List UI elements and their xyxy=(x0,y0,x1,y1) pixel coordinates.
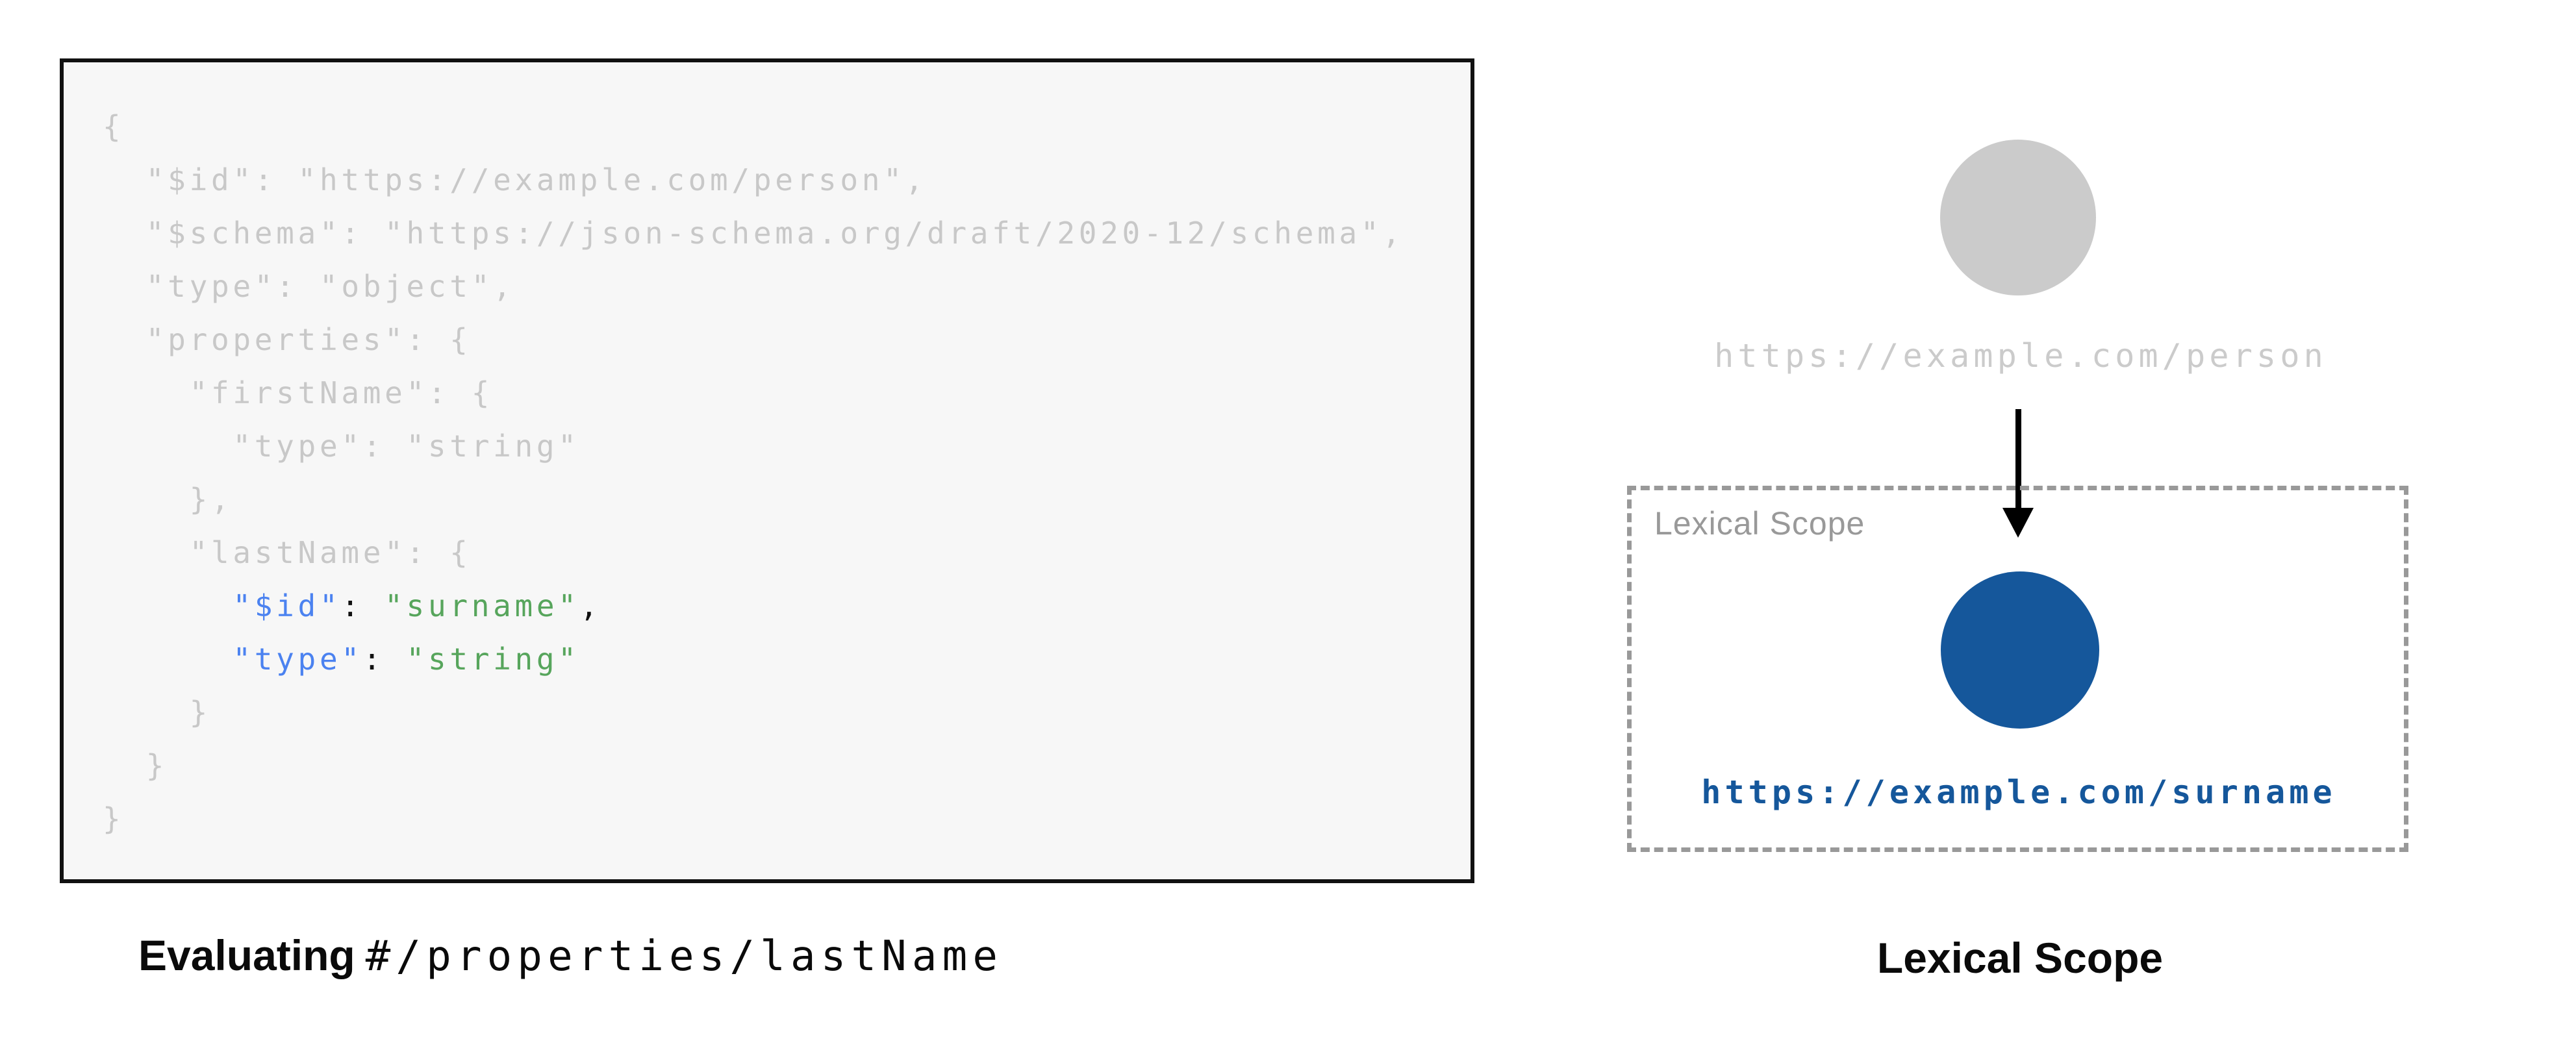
code-line: } xyxy=(103,801,125,836)
code-line: "$id": "surname", xyxy=(233,588,602,623)
code-line: }, xyxy=(103,482,233,517)
lexical-scope-box: Lexical Scope xyxy=(1627,486,2408,852)
parent-schema-circle xyxy=(1940,140,2096,295)
code-line: "firstName": { xyxy=(103,375,494,410)
caption-evaluating: Evaluating#/properties/lastName xyxy=(138,931,1003,981)
code-lines: { "$id": "https://example.com/person", "… xyxy=(103,100,1471,845)
child-schema-circle xyxy=(1941,571,2099,729)
code-line: "type": "string" xyxy=(233,642,580,677)
code-line: "$schema": "https://json-schema.org/draf… xyxy=(103,216,1404,251)
code-line: "type": "object", xyxy=(103,269,515,304)
json-schema-code-panel: { "$id": "https://example.com/person", "… xyxy=(60,58,1474,883)
code-line: } xyxy=(103,748,168,783)
caption-json-pointer: #/properties/lastName xyxy=(365,933,1004,981)
code-line: { xyxy=(103,109,125,144)
code-line: } xyxy=(103,695,211,730)
code-line: "properties": { xyxy=(103,322,472,357)
parent-schema-uri-label: https://example.com/person xyxy=(1714,337,2327,375)
code-line: "type": "string" xyxy=(103,429,580,464)
lexical-scope-box-title: Lexical Scope xyxy=(1654,505,1865,542)
child-schema-uri-label: https://example.com/surname xyxy=(1701,773,2336,811)
caption-lexical-scope: Lexical Scope xyxy=(1876,934,2164,982)
caption-evaluating-word: Evaluating xyxy=(138,931,355,979)
code-line: "lastName": { xyxy=(103,535,472,570)
arrow-shaft xyxy=(2015,409,2021,517)
arrow-down-icon xyxy=(2002,508,2034,538)
code-line: "$id": "https://example.com/person", xyxy=(103,162,927,197)
